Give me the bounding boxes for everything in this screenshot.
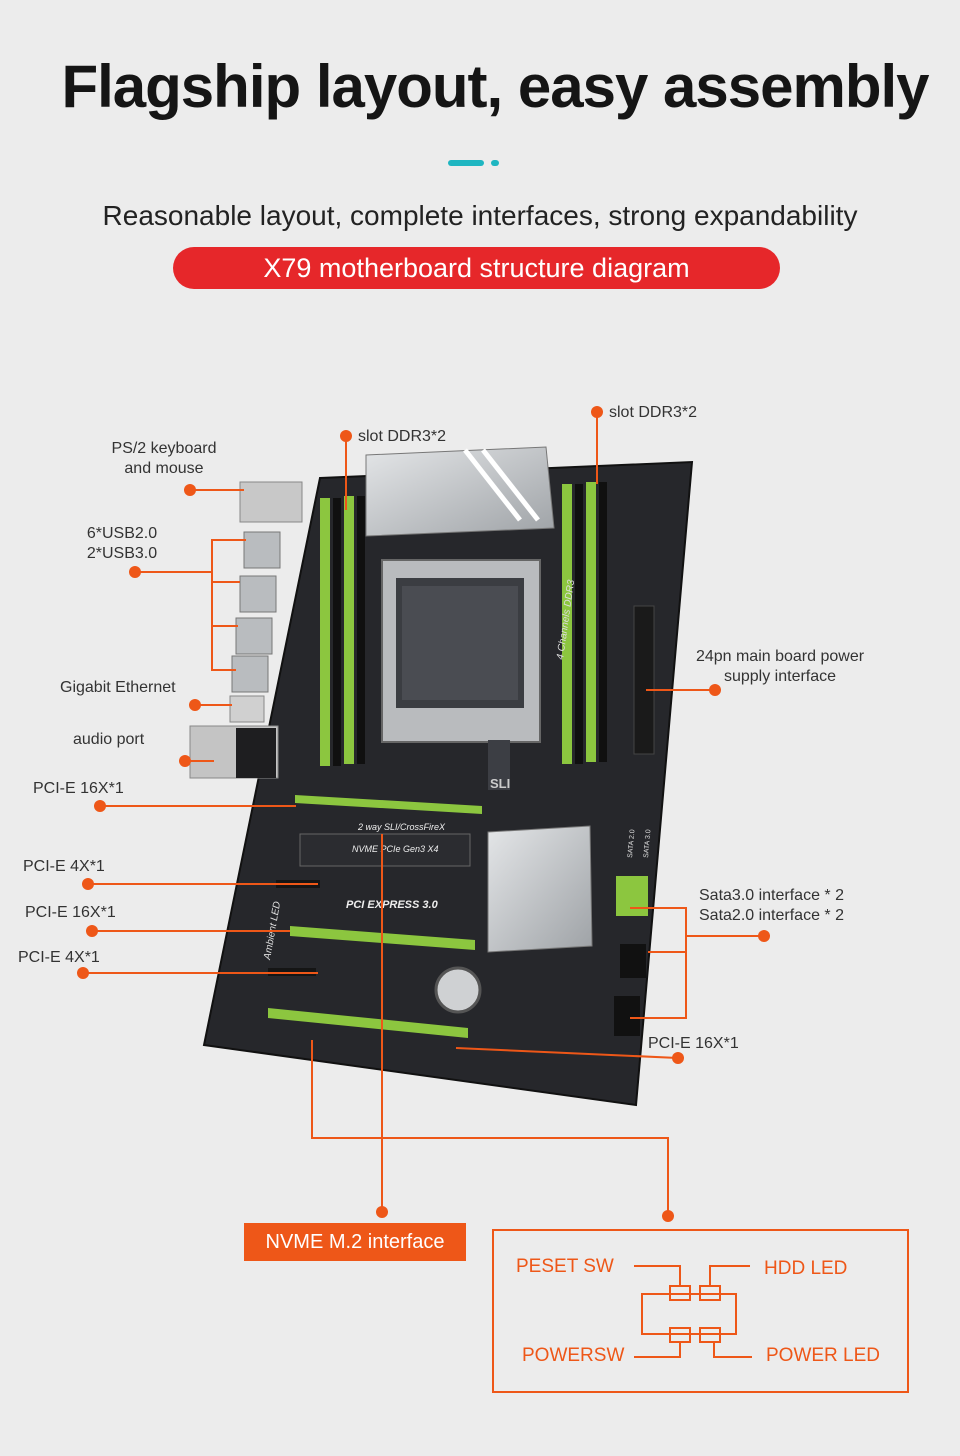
callout-lines — [83, 412, 764, 1216]
callout-pcie16-bottom: PCI-E 16X*1 — [648, 1035, 739, 1052]
ddr3-slots-right — [562, 482, 607, 764]
cpu-socket — [381, 559, 541, 743]
callout-ps2: PS/2 keyboard and mouse — [111, 440, 217, 477]
nvme-board-print: NVME PCIe Gen3 X4 — [352, 844, 439, 854]
callout-ethernet: Gigabit Ethernet — [60, 679, 176, 696]
atx-24pin-connector — [633, 605, 655, 755]
m2-slot — [299, 833, 471, 867]
title-divider — [448, 160, 484, 166]
front-panel-power-sw: POWERSW — [522, 1345, 625, 1366]
callout-pcie16-top: PCI-E 16X*1 — [33, 780, 124, 797]
page-title: Flagship layout, easy assembly — [61, 53, 929, 120]
io-ports — [189, 481, 303, 779]
callout-power24: 24pn main board power supply interface — [695, 648, 865, 685]
callout-usb: 6*USB2.0 2*USB3.0 — [86, 525, 158, 562]
front-panel-power-led: POWER LED — [766, 1345, 881, 1366]
pcie-board-print: PCI EXPRESS 3.0 — [346, 899, 439, 911]
callout-sata: Sata3.0 interface * 2 Sata2.0 interface … — [699, 887, 844, 924]
nvme-m2-label: NVME M.2 interface — [244, 1223, 466, 1261]
front-panel-hdd-led: HDD LED — [764, 1258, 848, 1279]
callout-ddr-right: slot DDR3*2 — [609, 404, 698, 421]
callout-pcie16-mid: PCI-E 16X*1 — [25, 904, 116, 921]
front-panel-reset-sw: PESET SW — [516, 1256, 614, 1277]
callout-ddr-left: slot DDR3*2 — [358, 428, 447, 445]
front-panel-box — [492, 1229, 909, 1393]
callout-pcie4-bottom: PCI-E 4X*1 — [18, 949, 100, 966]
sata3-board-print: SATA 3.0 — [643, 829, 652, 858]
diagram-banner: X79 motherboard structure diagram — [173, 247, 780, 289]
sli-badge: SLI — [490, 776, 510, 791]
ddr3-slots-left — [320, 496, 365, 766]
callout-pcie4-top: PCI-E 4X*1 — [23, 858, 105, 875]
sli-board-print: 2 way SLI/CrossFireX — [357, 822, 446, 832]
callout-audio: audio port — [73, 731, 145, 748]
title-divider-dot — [491, 160, 499, 166]
front-panel-wiring — [634, 1265, 752, 1358]
callout-dots — [77, 406, 770, 1222]
cmos-battery — [434, 966, 482, 1014]
sata-ports — [616, 876, 648, 916]
chipset-heatsink — [487, 825, 593, 953]
sata2-board-print: SATA 2.0 — [627, 829, 636, 858]
vrm-heatsink — [365, 446, 555, 537]
page-subtitle: Reasonable layout, complete interfaces, … — [102, 200, 858, 231]
